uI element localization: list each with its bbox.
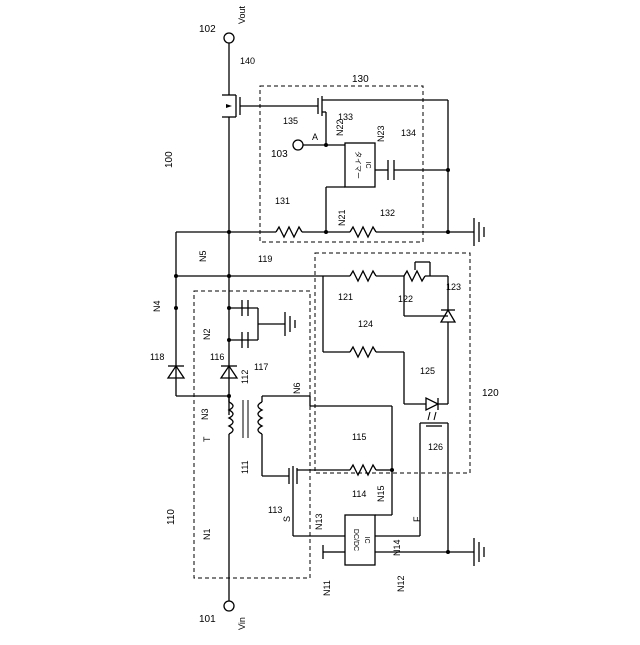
n2-junction-1 (227, 306, 231, 310)
label-111: 111 (240, 460, 250, 474)
vin-ref-label: 101 (199, 614, 216, 625)
vout-ref-label: 102 (199, 24, 216, 35)
vin-name-label: Vin (237, 617, 247, 630)
n4-diode-junction (174, 306, 178, 310)
label-132: 132 (380, 208, 395, 218)
n21-junction (324, 230, 328, 234)
label-122: 122 (398, 294, 413, 304)
dcdc-ic-label-1: DC/DC (352, 529, 359, 551)
label-112: 112 (240, 370, 250, 384)
resistor-131 (276, 227, 302, 237)
block-130-label: 130 (352, 74, 369, 85)
node-n14: N14 (392, 539, 402, 556)
label-124: 124 (358, 319, 373, 329)
transformer-primary-coil (258, 402, 262, 434)
a-ref-label: 103 (271, 149, 288, 160)
node-n21: N21 (337, 209, 347, 226)
resistor-121 (350, 271, 376, 281)
node-n3: N3 (200, 408, 210, 420)
gnd-junction-top (446, 230, 450, 234)
resistor-124 (350, 347, 376, 357)
n4-junction (227, 230, 231, 234)
cap-134-junction (446, 168, 450, 172)
label-119: 119 (258, 254, 272, 264)
node-n12: N12 (396, 575, 406, 592)
label-114: 114 (352, 489, 366, 499)
a-terminal (293, 140, 303, 150)
node-n11: N11 (322, 580, 332, 596)
node-n13: N13 (314, 513, 324, 530)
n5-rail-junction (227, 274, 231, 278)
label-116: 116 (210, 352, 224, 362)
n15-junction (390, 468, 394, 472)
label-117: 117 (254, 362, 268, 372)
vout-name-label: Vout (237, 5, 247, 24)
block-110-label: 110 (166, 509, 177, 525)
label-125: 125 (420, 366, 435, 376)
label-131: 131 (275, 196, 290, 206)
led-125-ray-2 (434, 412, 436, 420)
label-123: 123 (446, 282, 461, 292)
n2-junction-2 (227, 338, 231, 342)
node-n15: N15 (376, 485, 386, 502)
timer-ic-label-2: IC (364, 162, 371, 169)
label-115: 115 (352, 432, 366, 442)
signal-f: F (412, 516, 422, 522)
node-n2: N2 (202, 328, 212, 340)
block-120-label: 120 (482, 388, 499, 399)
node-n6: N6 (292, 382, 302, 394)
signal-t: T (202, 436, 212, 442)
label-113: 113 (268, 505, 282, 515)
node-n1: N1 (202, 528, 212, 540)
resistor-132 (350, 227, 376, 237)
node-n4: N4 (152, 300, 162, 312)
label-134: 134 (401, 128, 416, 138)
label-118: 118 (150, 352, 164, 362)
led-125-ray-1 (428, 412, 430, 420)
timer-ic-label-1: タイマー (354, 151, 363, 179)
node-n22: N22 (335, 119, 345, 136)
a-name-label: A (312, 132, 318, 142)
vout-terminal (224, 33, 234, 43)
label-135: 135 (283, 116, 298, 126)
signal-s: S (282, 516, 292, 522)
led-125 (426, 398, 438, 410)
vin-terminal (224, 601, 234, 611)
switch-140-arrow-icon (226, 104, 232, 108)
label-121: 121 (338, 292, 353, 302)
label-126: 126 (428, 442, 443, 452)
n22-junction (324, 143, 328, 147)
dcdc-ic-label-2: IC (363, 537, 370, 544)
n5-junction (174, 274, 178, 278)
node-n5: N5 (198, 250, 208, 262)
node-n23: N23 (376, 125, 386, 142)
resistor-122 (404, 271, 425, 281)
figure-label: 100 (164, 151, 175, 168)
label-140: 140 (240, 56, 255, 66)
